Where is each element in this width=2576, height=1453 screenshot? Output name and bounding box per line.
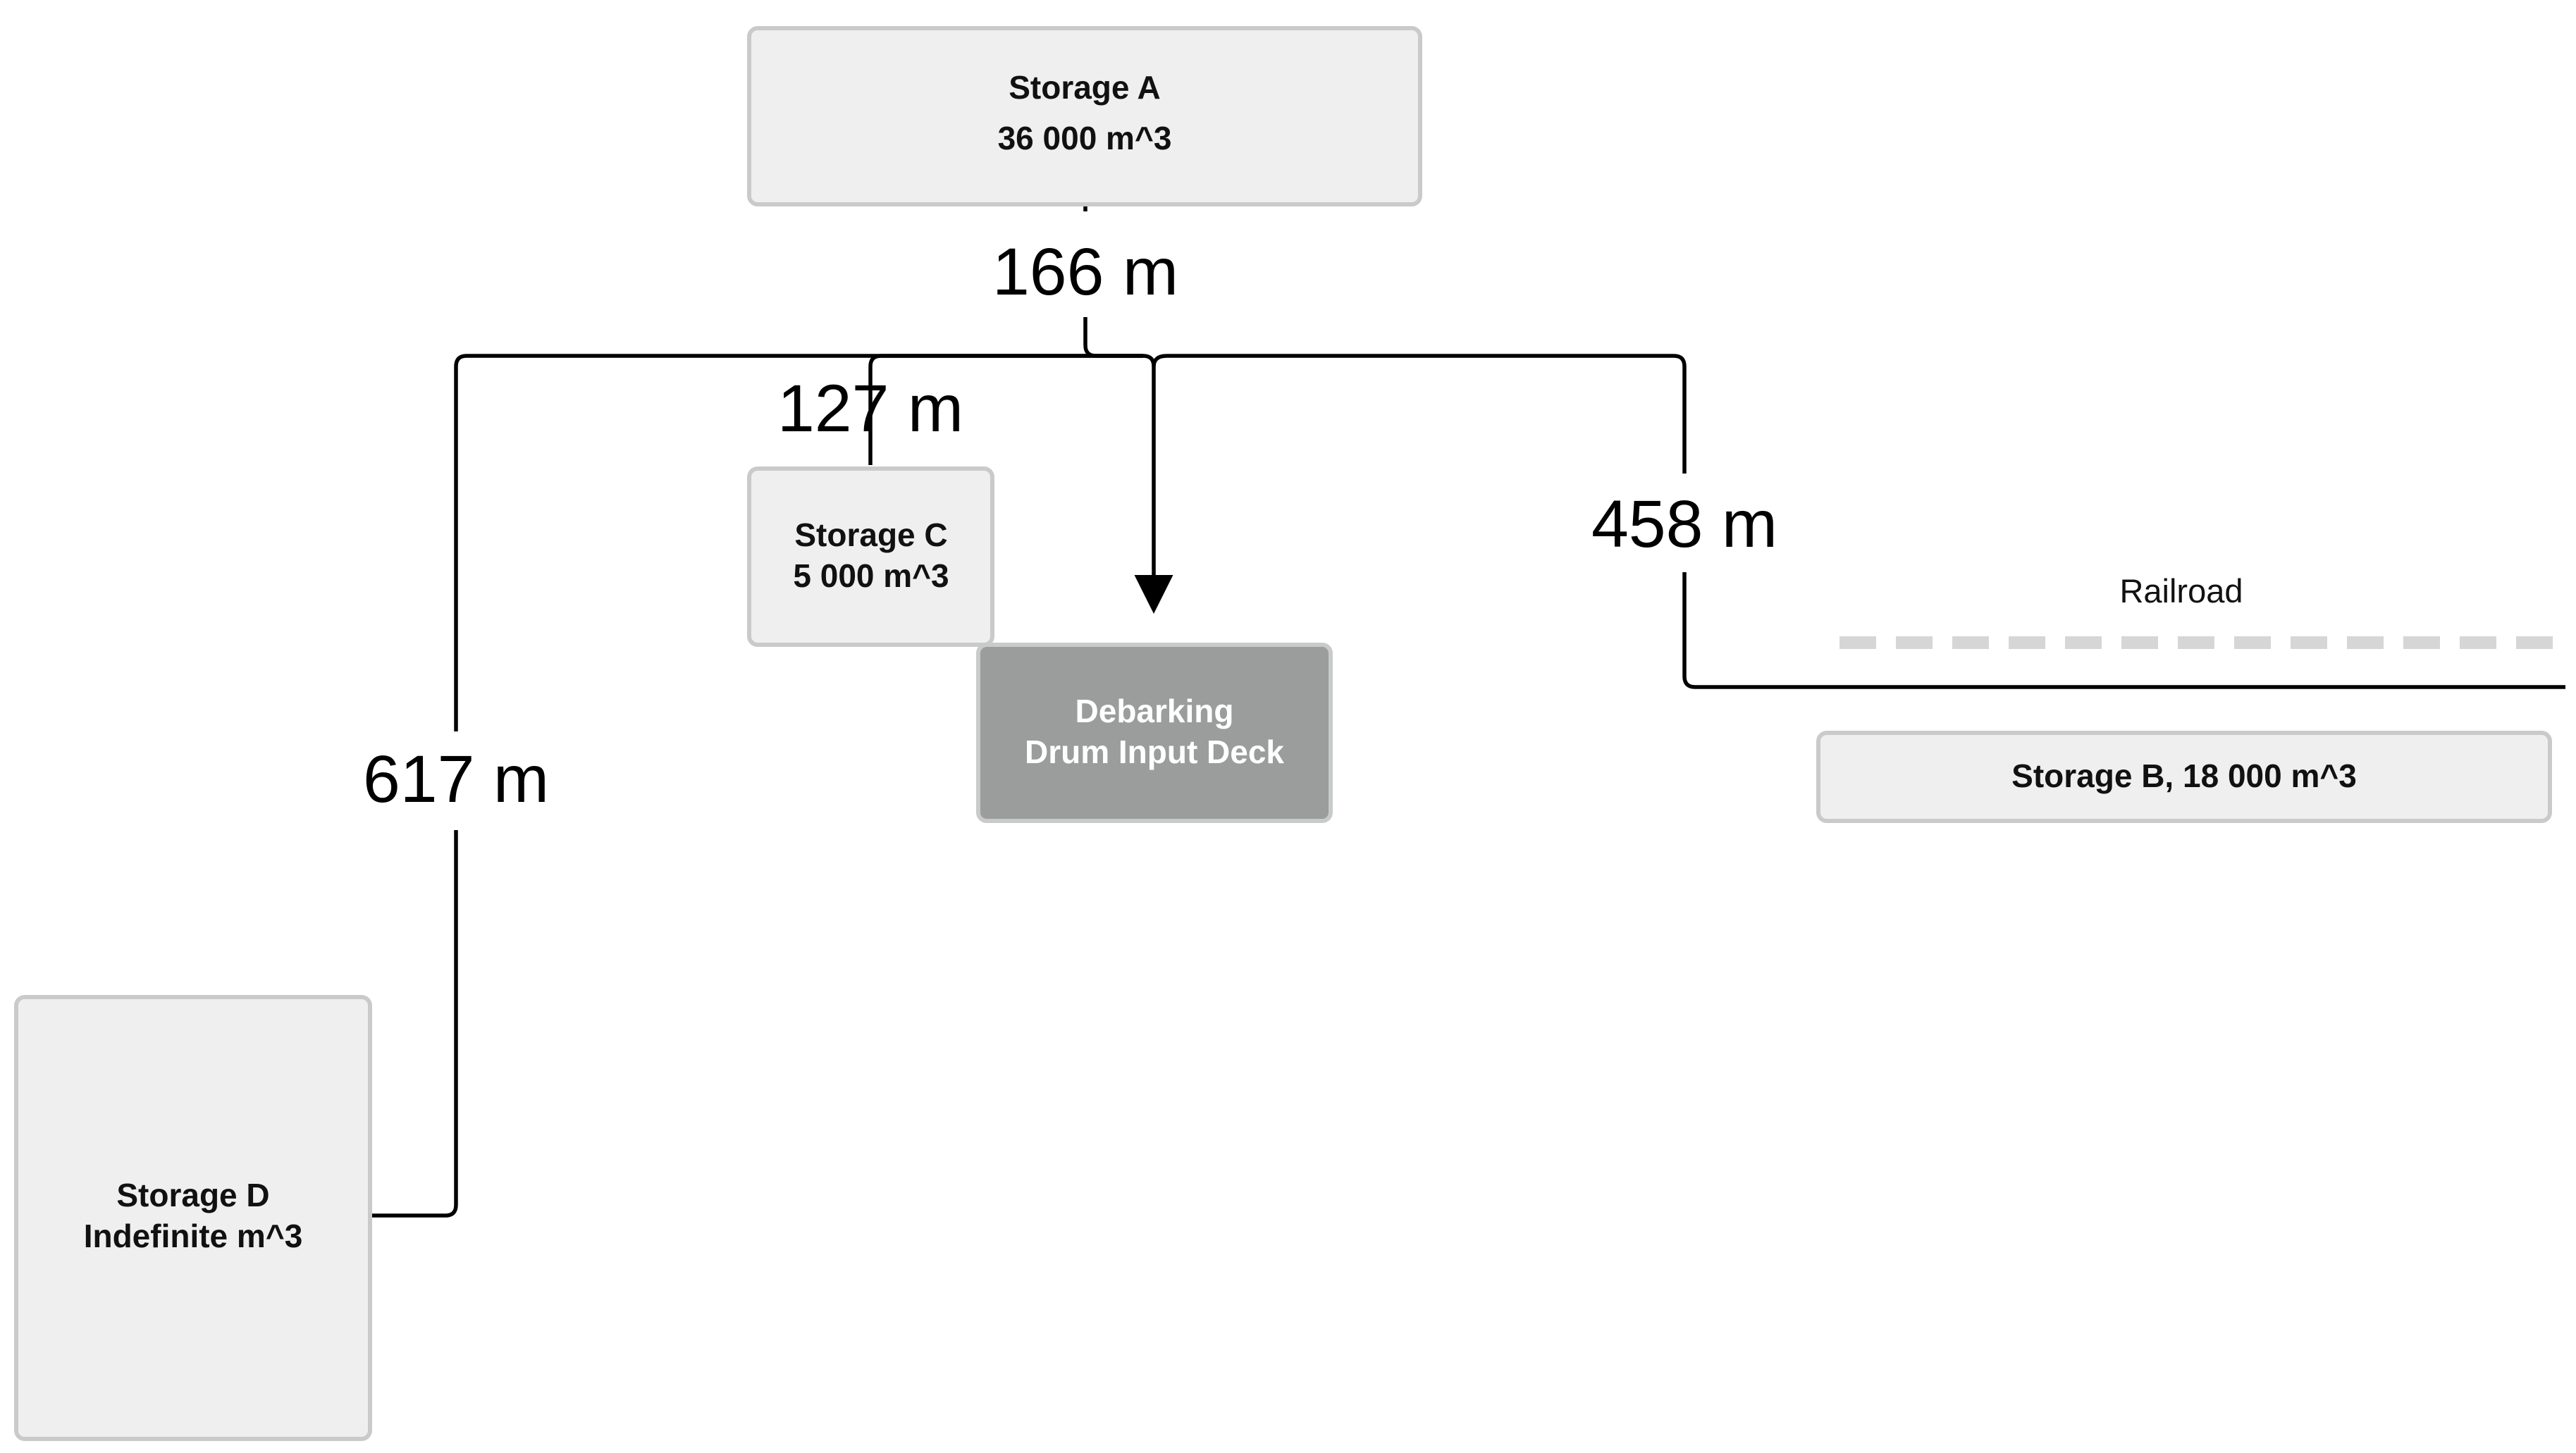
storage-b-node[interactable]: Storage B, 18 000 m^3 (1816, 731, 2552, 823)
svg-text:458 m: 458 m (1591, 487, 1777, 562)
railroad-label: Railroad (2119, 572, 2243, 610)
storage-c-name: Storage C (794, 517, 947, 553)
svg-text:127 m: 127 m (777, 371, 963, 446)
svg-text:617 m: 617 m (363, 742, 549, 817)
storage-a-name: Storage A (1009, 69, 1161, 106)
edge-to-debarking-arrow (1134, 354, 1173, 614)
debarking-title: Debarking (1076, 693, 1234, 729)
storage-d-node[interactable]: Storage D Indefinite m^3 (14, 995, 372, 1441)
storage-c-node[interactable]: Storage C 5 000 m^3 (747, 466, 994, 647)
distance-label-617: 617 m (356, 731, 557, 830)
storage-d-name: Storage D (116, 1177, 269, 1213)
storage-b-label: Storage B, 18 000 m^3 (2011, 758, 2357, 794)
storage-c-capacity: 5 000 m^3 (793, 557, 949, 594)
storage-a-node[interactable]: Storage A 36 000 m^3 (747, 26, 1422, 206)
distance-label-166: 166 m (983, 211, 1188, 317)
storage-d-capacity: Indefinite m^3 (84, 1218, 303, 1254)
svg-text:166 m: 166 m (992, 235, 1178, 309)
debarking-subtitle: Drum Input Deck (1025, 734, 1284, 770)
distance-label-127: 127 m (777, 371, 963, 446)
storage-a-capacity: 36 000 m^3 (998, 120, 1172, 156)
debarking-deck-node[interactable]: Debarking Drum Input Deck (976, 643, 1333, 823)
distance-label-458: 458 m (1584, 474, 1785, 572)
edge-junction-cap (1152, 354, 1168, 367)
